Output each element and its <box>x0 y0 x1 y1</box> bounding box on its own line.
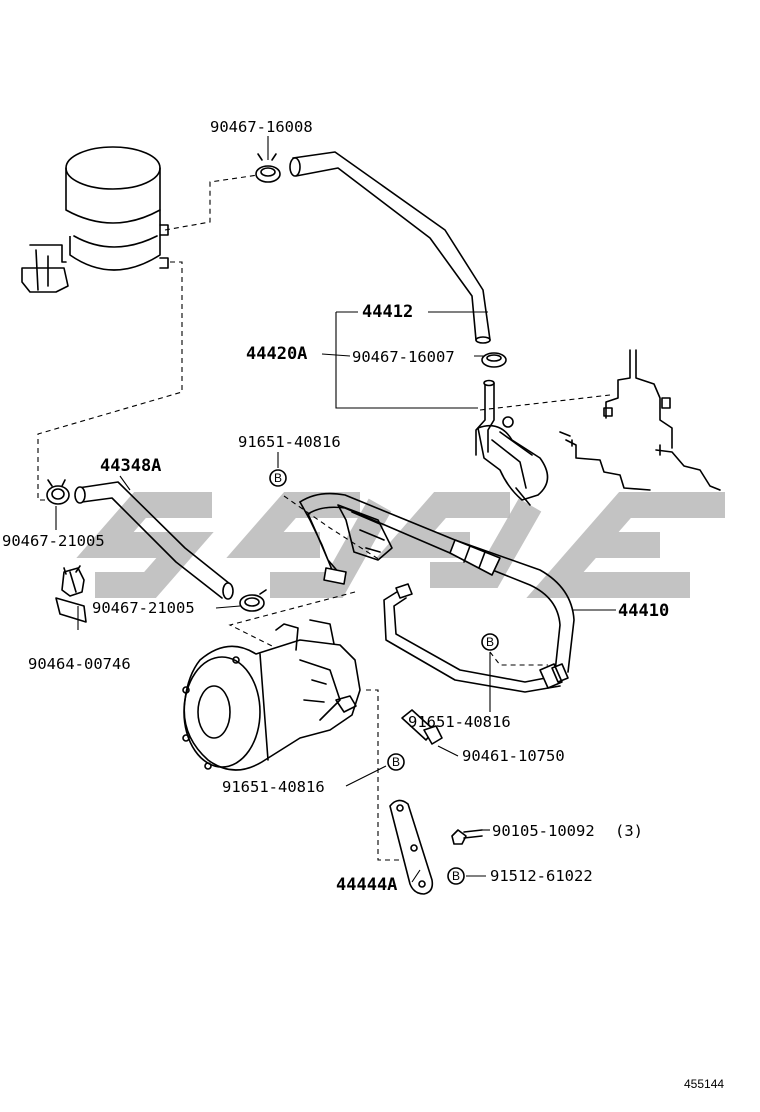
label-hose-clamp-mid: 90467-16007 <box>352 348 455 366</box>
steering-gearbox <box>559 349 721 491</box>
dashed-guides <box>37 174 611 861</box>
label-hose-assy-group: 44420A <box>246 344 307 364</box>
washer-icon: B <box>447 867 465 885</box>
label-bracket: 44444A <box>336 875 397 895</box>
label-clamp-lower: 90467-21005 <box>92 599 195 617</box>
suction-hose <box>74 481 234 600</box>
label-bracket-bolt: 90105-10092 <box>492 822 595 840</box>
return-hose <box>289 151 491 344</box>
reservoir <box>21 146 169 293</box>
clip-icon <box>55 565 87 623</box>
vane-pump <box>182 619 361 771</box>
bracket-icon <box>389 799 434 895</box>
svg-text:B: B <box>392 755 400 769</box>
label-bolt-pump: 91651-40816 <box>222 778 325 796</box>
label-union-bolt: 90461-10750 <box>462 747 565 765</box>
return-pipe-bracket <box>475 379 549 506</box>
hose-clamp-top-icon <box>255 153 281 183</box>
svg-text:B: B <box>452 869 460 883</box>
union-bolt-icon <box>401 709 443 745</box>
label-return-hose: 44412 <box>362 302 413 322</box>
label-bolt-upper: 91651-40816 <box>238 433 341 451</box>
pressure-hose <box>299 492 575 693</box>
label-bolt-right: 91651-40816 <box>408 713 511 731</box>
label-pressure-hose: 44410 <box>618 601 669 621</box>
label-bracket-bolt-qty: (3) <box>615 822 643 840</box>
leader-lines <box>55 136 616 883</box>
label-washer: 91512-61022 <box>490 867 593 885</box>
clamp-left-icon <box>46 479 70 505</box>
label-clamp-left: 90467-21005 <box>2 532 105 550</box>
bolt-pump-icon: B <box>387 753 405 771</box>
diagram-ref-number: 455144 <box>684 1077 724 1091</box>
bolt-upper-icon: B <box>269 469 287 487</box>
label-hose-clamp-top: 90467-16008 <box>210 118 313 136</box>
bolt-right-icon: B <box>481 633 499 651</box>
svg-text:B: B <box>274 471 282 485</box>
bracket-bolt-icon <box>451 829 483 845</box>
hose-clamp-mid-icon <box>481 352 507 368</box>
clamp-lower-icon <box>239 589 267 612</box>
label-clip: 90464-00746 <box>28 655 131 673</box>
svg-text:B: B <box>486 635 494 649</box>
label-suction-hose: 44348A <box>100 456 161 476</box>
